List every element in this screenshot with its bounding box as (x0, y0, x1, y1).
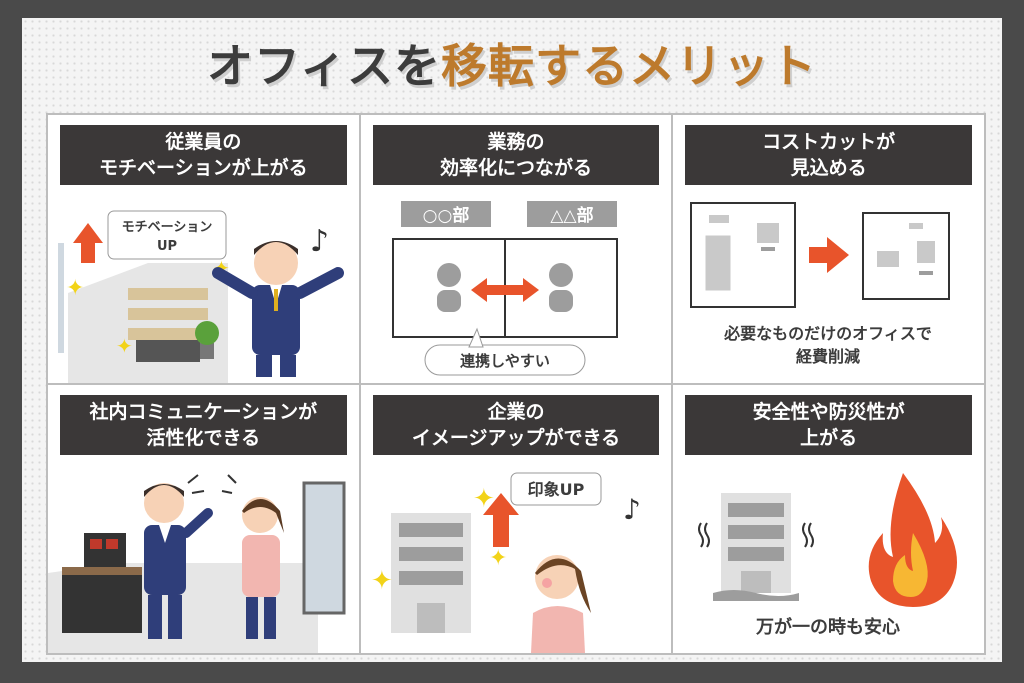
double-arrow-icon (470, 278, 539, 302)
businessman-icon (212, 241, 344, 377)
dept-label-bg (526, 201, 617, 227)
bubble-text: UP (157, 239, 177, 254)
woman-icon (530, 555, 591, 653)
speech-bubble (424, 344, 586, 376)
communication-illustration (48, 474, 346, 653)
cost-cut-illustration: 必要なものだけのオフィスで 経費削減 (690, 202, 951, 366)
music-note-icon: ♪ (310, 224, 329, 259)
bubble-text: 連携しやすい (460, 352, 550, 370)
panel-header: 社内コミュニケーションが 活性化できる (60, 395, 347, 455)
sparkle-icon: ✦ (489, 546, 507, 571)
dept-label-bg (400, 201, 491, 227)
panel-cost-cut: コストカットが 見込める 必要なものだけのオフィスで 経費削減 (673, 115, 984, 383)
sparkle-icon: ✦ (66, 276, 84, 301)
dept-a-label: ○○部 (422, 205, 469, 226)
panel-title-line: モチベーションが上がる (99, 157, 308, 179)
speech-bubble (107, 210, 227, 260)
title-part2: 移転するメリット (441, 39, 818, 93)
music-note-icon: ♪ (623, 493, 641, 526)
panel-title-line: 業務の (487, 131, 545, 153)
sparkle-icon: ✦ (116, 334, 133, 358)
up-arrow-icon (73, 223, 103, 263)
panel-title-line: 効率化につながる (439, 157, 592, 179)
panel-title-line: 見込める (790, 157, 867, 179)
panel-safety: 安全性や防災性が 上がる 万が一の時も安心 (673, 385, 984, 653)
panel-title-line: イメージアップができる (411, 427, 621, 449)
panel-communication: 社内コミュニケーションが 活性化できる (48, 385, 359, 653)
panel-header: 従業員の モチベーションが上がる (60, 125, 347, 185)
caption-line: 経費削減 (796, 347, 860, 366)
panel-title-line: 安全性や防災性が (752, 401, 905, 423)
person-icon (436, 263, 461, 312)
person-icon (548, 263, 573, 312)
sparkle-icon: ✦ (371, 566, 393, 596)
sparkle-icon: ✦ (473, 484, 495, 514)
panel-title-line: 企業の (487, 401, 545, 423)
panel-header: 業務の 効率化につながる (372, 125, 660, 185)
counter (62, 573, 142, 633)
image-up-illustration: ✦ ✦ ✦ 印象UP ♪ (371, 472, 641, 653)
panel-title-line: 従業員の (165, 131, 242, 153)
fire-icon (869, 473, 958, 607)
vending-machine-icon (84, 533, 126, 573)
safety-illustration: 万が一の時も安心 (698, 473, 958, 638)
plant-icon (195, 321, 219, 359)
caption-line: 必要なものだけのオフィスで (723, 324, 932, 343)
office-desks-icon (128, 288, 208, 362)
panel-header: コストカットが 見込める (685, 125, 972, 185)
floor-plan-icon (862, 212, 951, 300)
building-icon (390, 513, 471, 633)
bubble-text: 印象UP (527, 480, 584, 499)
panel-image-up: 企業の イメージアップができる ✦ ✦ ✦ 印象UP ♪ (360, 385, 672, 653)
panel-efficiency: 業務の 効率化につながる ○○部 △△部 連携しやすい (360, 115, 672, 383)
benefit-grid: 従業員の モチベーションが上がる モチベーション UP ✦ ✦ ✦ ♪ (46, 113, 986, 655)
up-arrow-icon (482, 493, 519, 547)
panel-header: 安全性や防災性が 上がる (685, 395, 972, 455)
shaking-building-icon (698, 493, 815, 601)
speech-bubble (510, 472, 602, 506)
businessman-icon (144, 483, 213, 639)
floor-plan-icon (690, 202, 797, 308)
window-icon (302, 481, 346, 615)
page-title: オフィスを移転するメリット (0, 30, 1024, 96)
title-part1: オフィスを (206, 39, 442, 93)
motivation-illustration: モチベーション UP ✦ ✦ ✦ ♪ (58, 210, 344, 383)
panel-motivation: 従業員の モチベーションが上がる モチベーション UP ✦ ✦ ✦ ♪ (48, 115, 359, 383)
right-arrow-icon (809, 237, 850, 273)
dept-b-label: △△部 (550, 205, 593, 226)
panel-title-line: コストカットが (762, 131, 896, 153)
panel-title-line: 社内コミュニケーションが (89, 401, 318, 423)
talk-lines (187, 474, 237, 494)
panel-title-line: 活性化できる (146, 427, 261, 449)
efficiency-illustration: ○○部 △△部 連携しやすい (391, 201, 618, 376)
bubble-text: モチベーション (122, 220, 213, 235)
panel-header: 企業の イメージアップができる (372, 395, 660, 455)
caption-text: 万が一の時も安心 (755, 616, 900, 638)
window-icon (58, 243, 64, 353)
panel-title-line: 上がる (800, 427, 858, 449)
businesswoman-icon (242, 497, 284, 639)
